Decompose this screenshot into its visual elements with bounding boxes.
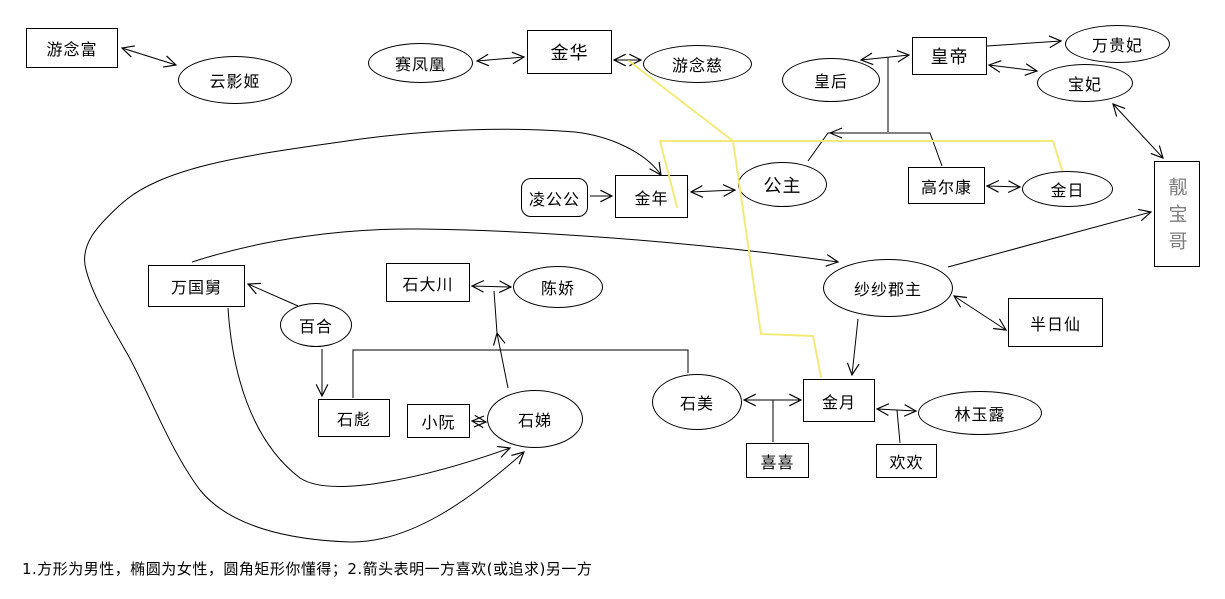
node-jinyue: 金月 (803, 379, 875, 422)
node-wanguojiu: 万国舅 (148, 265, 245, 307)
edge-younianfu-yunyingji (122, 48, 176, 65)
legend-text: 1.方形为男性，椭圆为女性，圆角矩形你懂得；2.箭头表明一方喜欢(或追求)另一方 (22, 560, 593, 578)
node-xiaoruan: 小阮 (407, 404, 470, 438)
family-royal-fork (807, 132, 943, 167)
edge-jinnian-gongzhu (691, 190, 735, 192)
node-chenjiao: 陈娇 (513, 266, 603, 308)
edge-xiaoruan-shidi (472, 421, 486, 422)
node-saifenghuang: 赛凤凰 (368, 43, 473, 83)
family-royal-fork-mark (828, 127, 843, 139)
edge-huangdi-wanguifei (986, 41, 1061, 46)
node-huanhuan: 欢欢 (876, 444, 937, 478)
node-jinnian: 金年 (615, 175, 688, 218)
node-shimei: 石美 (652, 374, 742, 430)
node-yunyingji: 云影姬 (178, 56, 292, 104)
node-shashajunzhu: 纱纱郡主 (823, 259, 953, 317)
node-huangdi: 皇帝 (912, 37, 987, 75)
node-huanghou: 皇后 (782, 58, 880, 102)
node-banrixian: 半日仙 (1008, 298, 1103, 347)
node-shidachuan: 石大川 (386, 263, 470, 302)
edge-saifenghuang-jinhua (477, 57, 524, 61)
node-wanguifei: 万贵妃 (1065, 25, 1170, 63)
edge-wanguojiu-shashajunzhu (191, 228, 838, 262)
node-baihe: 百合 (280, 303, 352, 347)
edge-jinyue-linyulu (877, 409, 916, 411)
edge-shidi-parents-arrow (497, 333, 509, 389)
edge-shidachuan-chenjiao (472, 286, 511, 287)
edge-huanghou-huangdi (861, 55, 909, 60)
family-huanhuan-drop (896, 409, 901, 444)
node-xixi: 喜喜 (746, 443, 809, 478)
node-shibiao: 石彪 (318, 399, 390, 437)
edge-baihe-wanguojiu (248, 284, 299, 307)
edge-baofei-liangbaoge (1113, 104, 1163, 158)
yellow-jinhua-to-jinyue (628, 60, 822, 378)
edge-shashajunzhu-liangbaoge (947, 212, 1151, 268)
edge-huangdi-baofei (989, 65, 1037, 71)
edge-shashajunzhu-jinyue (852, 318, 858, 375)
edge-wanguojiu-shidi (227, 307, 510, 487)
edge-shashajunzhu-banrixian (954, 296, 1006, 330)
node-linggonggong: 凌公公 (521, 178, 588, 217)
edge-gaoerkang-jinri (987, 186, 1020, 187)
node-liangbaoge: 靓宝哥 (1154, 161, 1200, 267)
node-younianfu: 游念富 (26, 28, 118, 68)
node-younianci: 游念慈 (643, 45, 752, 83)
node-baofei: 宝妃 (1037, 64, 1133, 102)
node-gongzhu: 公主 (738, 162, 827, 207)
node-linyulu: 林玉露 (918, 391, 1042, 435)
node-jinhua: 金华 (527, 30, 612, 74)
node-gaoerkang: 高尔康 (908, 167, 985, 204)
node-shidi: 石娣 (487, 390, 583, 448)
edge-shidi-parents-tail (493, 290, 498, 334)
yellow-drop-jinri (1052, 140, 1063, 171)
node-jinri: 金日 (1022, 171, 1113, 207)
